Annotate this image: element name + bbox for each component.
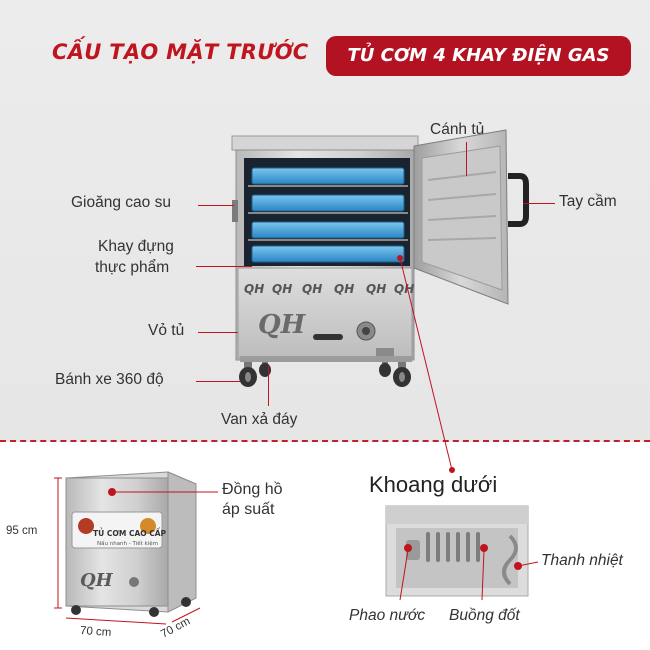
dim-height: 95 cm <box>6 525 38 537</box>
label-float: Phao nước <box>349 607 426 624</box>
label-handle: Tay cầm <box>559 193 617 210</box>
label-drain: Van xả đáy <box>221 411 298 428</box>
leader-drain <box>268 366 269 406</box>
label-shell: Vỏ tủ <box>148 322 185 339</box>
leader-shell <box>198 332 238 333</box>
leader-door <box>466 142 467 176</box>
leader-wheel <box>196 381 240 382</box>
label-tray-line1: Khay đựng <box>98 238 174 255</box>
svg-text:QH: QH <box>366 282 386 296</box>
title-pill <box>326 36 631 76</box>
label-heating-bar: Thanh nhiệt <box>541 552 623 569</box>
leader-tray <box>196 266 252 267</box>
dim-width: 70 cm <box>79 624 112 640</box>
svg-text:QH: QH <box>334 282 354 296</box>
label-burner: Buồng đốt <box>449 607 520 624</box>
badge-line2: Nấu nhanh - Tiết kiệm <box>97 540 158 547</box>
svg-text:QH: QH <box>394 282 414 296</box>
label-gasket: Gioăng cao su <box>71 194 171 211</box>
svg-text:QH: QH <box>302 282 322 296</box>
label-lower-chamber: Khoang dưới <box>369 472 498 497</box>
brand-logo: QH <box>258 310 307 340</box>
label-wheel: Bánh xe 360 độ <box>55 371 164 388</box>
title-right: TỦ CƠM 4 KHAY ĐIỆN GAS <box>347 45 610 66</box>
label-door: Cánh tủ <box>430 121 485 138</box>
svg-text:QH: QH <box>244 282 264 296</box>
leader-gasket <box>198 205 234 206</box>
small-brand-logo: QH <box>80 570 114 591</box>
badge-line1: TỦ CƠM CAO CẤP <box>93 528 167 538</box>
label-gauge-line2: áp suất <box>222 501 275 518</box>
section-divider <box>0 440 650 442</box>
svg-text:QH: QH <box>272 282 292 296</box>
title-left: CẤU TẠO MẶT TRƯỚC <box>52 40 309 64</box>
leader-handle <box>523 203 555 204</box>
label-tray-line2: thực phẩm <box>95 259 170 276</box>
label-gauge-line1: Đồng hồ <box>222 481 283 498</box>
